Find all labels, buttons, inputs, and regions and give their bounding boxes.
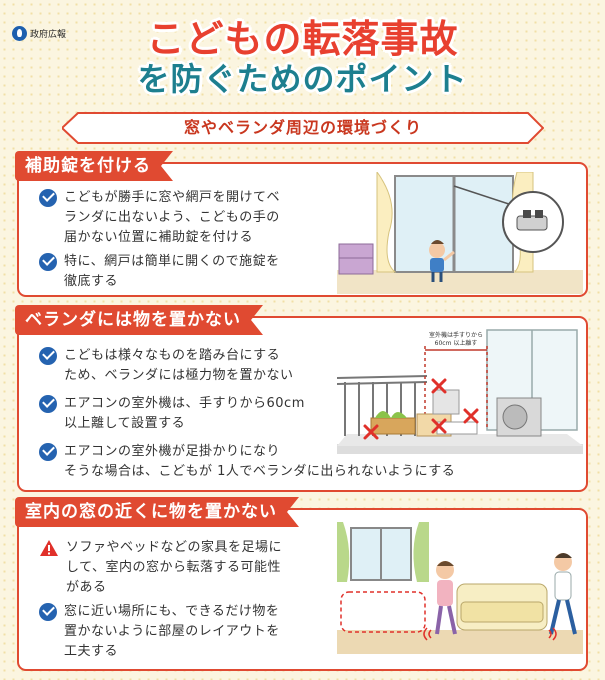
page-title-line2: を防ぐためのポイント <box>137 60 468 98</box>
ribbon-shape <box>62 112 544 144</box>
list-item: 窓に近い場所にも、できるだけ物を 置かないように部屋のレイアウトを 工夫する <box>39 602 339 662</box>
distance-note: 60cm 以上離す <box>435 339 478 347</box>
government-emblem-icon <box>12 26 27 41</box>
point-text-line: そうな場合は、こどもが 1人でベランダに出られないようにする <box>64 464 456 479</box>
point-text-line: して、室内の窓から転落する可能性 <box>66 560 281 575</box>
point-text-line: ソファやベッドなどの家具を足場に <box>66 540 283 555</box>
point-text-line: 徹底する <box>64 274 119 289</box>
check-icon <box>39 189 57 207</box>
distance-note: 室外機は手すりから <box>429 331 483 339</box>
list-item: エアコンの室外機が足掛かりになり そうな場合は、こどもが 1人でベランダに出られ… <box>39 442 559 482</box>
section-aux-lock: 補助錠を付ける こどもが勝手に窓や網戸を開けてベ ランダに出ないよう、こどもの手… <box>17 162 588 297</box>
check-icon <box>39 603 57 621</box>
balcony-illustration: 室外機は手すりから 60cm 以上離す <box>337 326 583 454</box>
point-text-line: こどもは様々なものを踏み台にする <box>64 348 281 363</box>
section-indoor-window: 室内の窓の近くに物を置かない ソファやベッドなどの家具を足場に して、室内の窓か… <box>17 508 588 671</box>
section-heading: ベランダには物を置かない <box>15 305 263 335</box>
window-lock-illustration <box>337 172 583 294</box>
point-text-line: 置かないように部屋のレイアウトを <box>64 624 280 639</box>
point-text-line: ため、ベランダには極力物を置かない <box>64 368 294 383</box>
point-text-line: 以上離して設置する <box>64 416 186 431</box>
point-text-line: エアコンの室外機が足掛かりになり <box>64 444 281 459</box>
gov-logo: 政府広報 <box>12 26 66 41</box>
warning-icon <box>39 539 59 557</box>
list-item: エアコンの室外機は、手すりから60cm 以上離して設置する <box>39 394 339 434</box>
list-item: ソファやベッドなどの家具を足場に して、室内の窓から転落する可能性 がある <box>39 538 339 598</box>
check-icon <box>39 347 57 365</box>
subtitle-ribbon: 窓やベランダ周辺の環境づくり <box>62 112 544 144</box>
point-text-line: 特に、網戸は簡単に開くので施錠を <box>64 254 280 269</box>
list-item: こどもが勝手に窓や網戸を開けてベ ランダに出ないよう、こどもの手の 届かない位置… <box>39 188 339 248</box>
section-balcony: ベランダには物を置かない こどもは様々なものを踏み台にする ため、ベランダには極… <box>17 316 588 492</box>
check-icon <box>39 253 57 271</box>
point-text-line: こどもが勝手に窓や網戸を開けてベ <box>64 190 281 205</box>
subtitle-text: 窓やベランダ周辺の環境づくり <box>183 118 422 137</box>
publisher-label: 政府広報 <box>30 30 67 40</box>
section-heading: 補助錠を付ける <box>15 151 173 181</box>
point-text-line: 窓に近い場所にも、できるだけ物を <box>64 604 280 619</box>
point-text-line: がある <box>66 580 107 595</box>
point-text-line: ランダに出ないよう、こどもの手の <box>64 210 280 225</box>
page-title-line1: こどもの転落事故 <box>146 17 459 61</box>
point-text-line: 工夫する <box>64 644 119 659</box>
list-item: 特に、網戸は簡単に開くので施錠を 徹底する <box>39 252 339 292</box>
check-icon <box>39 395 57 413</box>
list-item: こどもは様々なものを踏み台にする ため、ベランダには極力物を置かない <box>39 346 339 386</box>
check-icon <box>39 443 57 461</box>
point-text-line: エアコンの室外機は、手すりから60cm <box>64 396 305 411</box>
point-text-line: 届かない位置に補助錠を付ける <box>64 230 254 245</box>
moving-sofa-illustration <box>337 522 583 654</box>
section-heading: 室内の窓の近くに物を置かない <box>15 497 299 527</box>
